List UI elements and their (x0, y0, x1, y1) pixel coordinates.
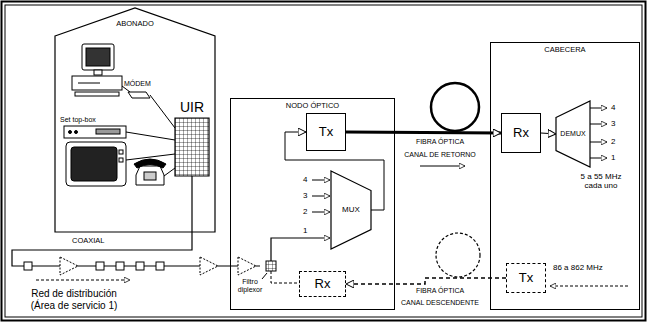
interface-unit: UIR (175, 118, 209, 176)
hatched-box (175, 118, 209, 176)
demux-outputs (590, 108, 607, 158)
node-text: Tx (319, 125, 333, 140)
frequency-label: 86 a 862 MHz (553, 263, 603, 272)
node-text: NODO ÓPTICO (231, 102, 394, 111)
device-label: Set top-box (60, 116, 96, 124)
device-label: MÓDEM (124, 80, 151, 88)
part-label: Filtro diplexor (232, 278, 268, 294)
amplifier-symbol (60, 257, 256, 275)
channel-number: 3 (611, 119, 615, 128)
node-text: CABECERA (491, 46, 639, 55)
channel-number: 2 (303, 207, 307, 216)
receiver-box: Rx (299, 271, 346, 297)
channel-number: 1 (611, 153, 615, 162)
frequency-label: 5 a 55 MHz cada uno (574, 172, 628, 190)
node-text: Rx (315, 277, 331, 292)
distribution-taps (24, 262, 164, 270)
node-text: Tx (519, 271, 533, 286)
demultiplexer: DEMUX (556, 101, 590, 167)
edge-label: FIBRA ÓPTICA (414, 138, 466, 146)
receiver-box: Rx (501, 113, 541, 153)
channel-label: CANAL DE RETORNO (404, 151, 476, 159)
node-text: MUX (342, 205, 360, 214)
channel-number: 3 (303, 191, 307, 200)
transmitter-box: Tx (506, 263, 546, 293)
connector (346, 132, 501, 133)
node-text: ABONADO (55, 20, 215, 29)
edge-label: FIBRA ÓPTICA (414, 287, 466, 295)
connector (541, 133, 556, 134)
cable-label: COAXIAL (72, 237, 105, 246)
diplexer-filter (262, 261, 298, 283)
node-text: DEMUX (560, 130, 585, 138)
channel-number: 1 (303, 226, 307, 235)
channel-number: 2 (611, 137, 615, 146)
node-text: Rx (513, 126, 529, 141)
channel-number: 4 (611, 103, 615, 112)
connector (346, 278, 506, 284)
transmitter-box: Tx (306, 113, 346, 151)
multiplexer: MUX (331, 171, 371, 249)
fiber-coil (431, 83, 480, 277)
area-label: Red de distribución (Área de servicio 1) (22, 288, 126, 311)
node-text: UIR (169, 99, 215, 115)
channel-number: 4 (303, 175, 307, 184)
channel-label: CANAL DESCENDENTE (401, 299, 479, 307)
mux-inputs (312, 180, 330, 212)
